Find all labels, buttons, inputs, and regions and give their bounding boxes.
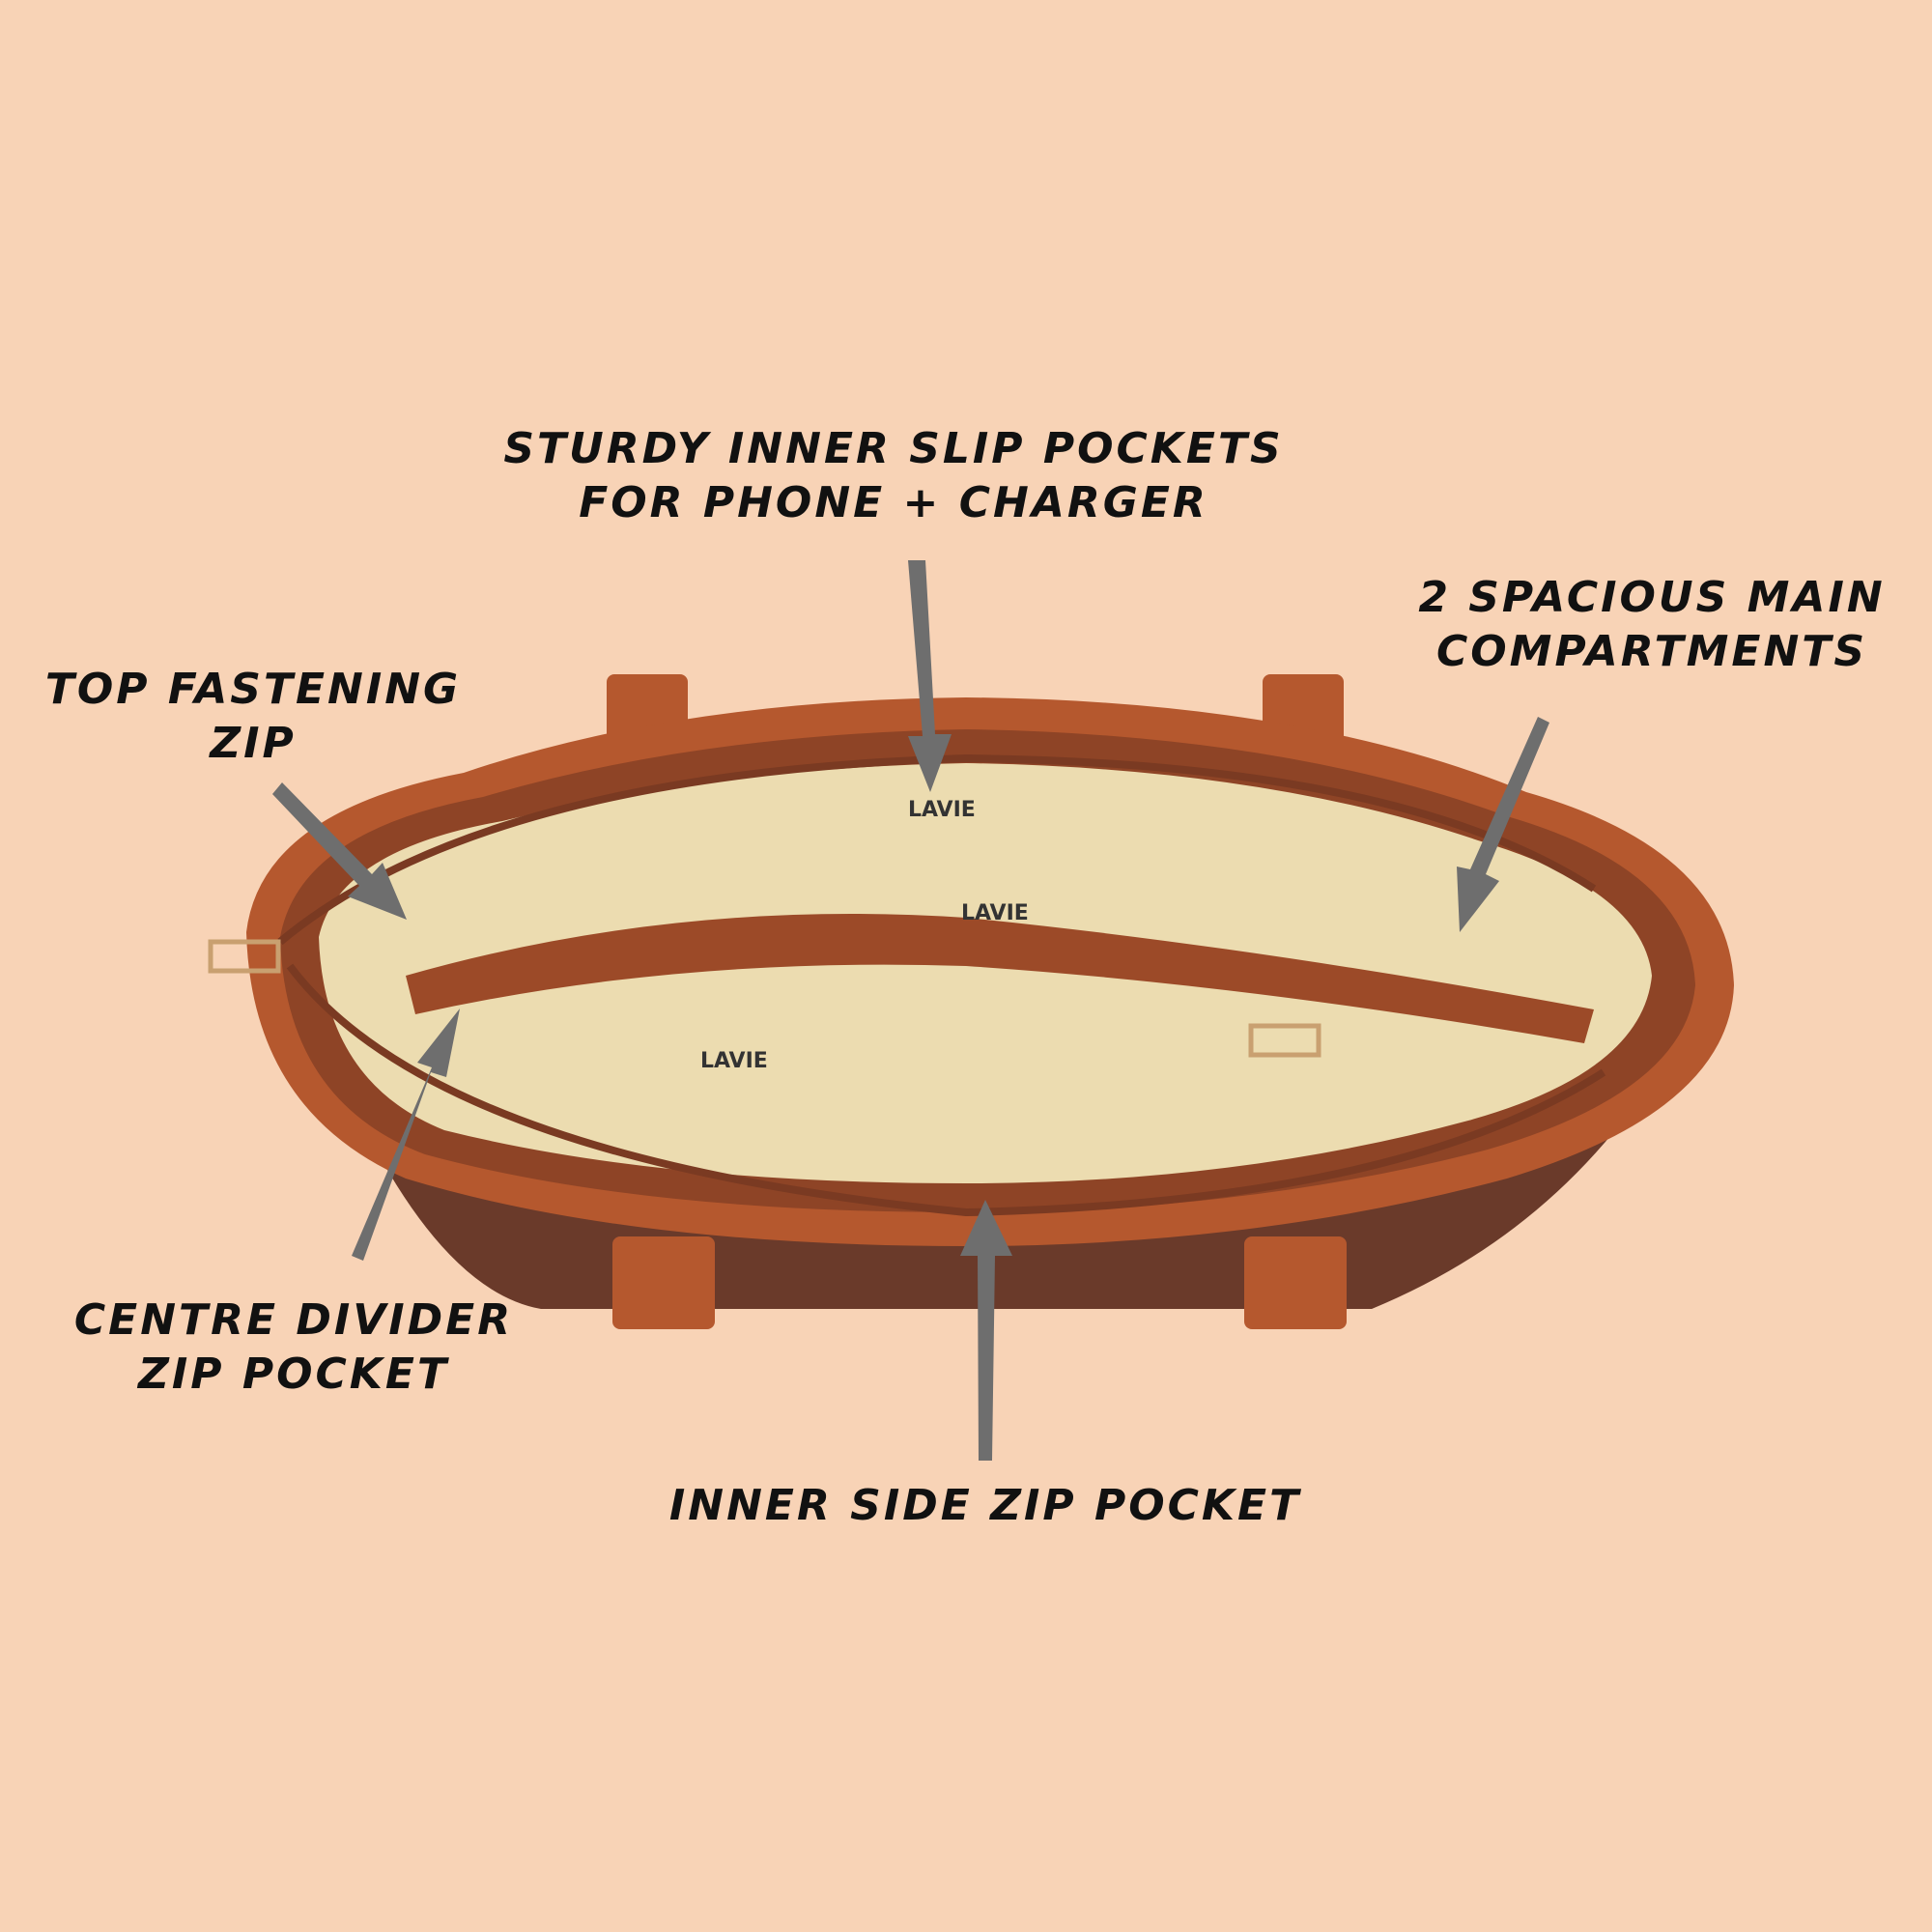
callout-text: INNER SIDE ZIP POCKET — [668, 1481, 1302, 1530]
callout-text: ZIP — [210, 719, 297, 768]
arrow-divider-pocket — [352, 1009, 460, 1261]
callout-text: ZIP POCKET — [138, 1350, 449, 1399]
callout-text: COMPARTMENTS — [1435, 627, 1868, 676]
callout-slip-pockets: STURDY INNER SLIP POCKETS FOR PHONE + CH… — [503, 422, 1283, 530]
arrows — [272, 560, 1549, 1461]
callout-side-pocket: INNER SIDE ZIP POCKET — [669, 1479, 1301, 1533]
callout-main-compartments: 2 SPACIOUS MAIN COMPARTMENTS — [1418, 571, 1885, 679]
top-zip — [277, 753, 1597, 946]
bag-lining — [319, 763, 1652, 1183]
callout-text: TOP FASTENING — [44, 665, 462, 714]
callout-top-zip: TOP FASTENING ZIP — [45, 663, 461, 771]
arrow-side-pocket — [960, 1200, 1012, 1461]
lining-print: LAVIE — [961, 901, 1029, 925]
zip-puller-left — [208, 939, 281, 974]
handle-bottom-right — [1244, 1236, 1347, 1329]
callout-text: 2 SPACIOUS MAIN — [1418, 573, 1886, 622]
arrow-top-zip — [272, 782, 407, 920]
side-zip — [286, 963, 1606, 1217]
arrow-main-compartments — [1457, 717, 1549, 932]
callout-text: CENTRE DIVIDER — [73, 1295, 514, 1345]
centre-divider — [406, 914, 1594, 1043]
arrow-slip-pockets — [908, 560, 952, 792]
lining-print: LAVIE — [908, 798, 976, 822]
callout-text: FOR PHONE + CHARGER — [579, 478, 1208, 527]
handle-bottom-left — [612, 1236, 715, 1329]
callout-divider-pocket: CENTRE DIVIDER ZIP POCKET — [74, 1293, 513, 1402]
lining-print: LAVIE — [700, 1049, 768, 1073]
zip-puller-divider — [1248, 1023, 1321, 1058]
callout-text: STURDY INNER SLIP POCKETS — [503, 424, 1284, 473]
